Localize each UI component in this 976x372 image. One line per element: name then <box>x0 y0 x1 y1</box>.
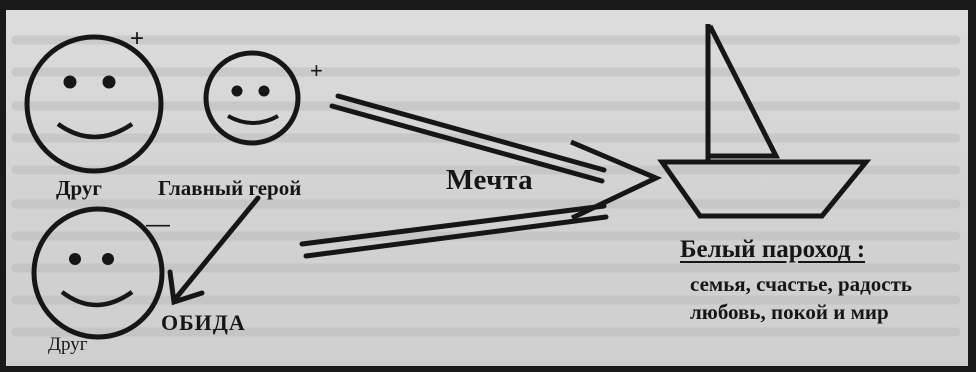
friend-bottom-left-eye <box>69 253 81 265</box>
friend-top-left-eye <box>63 75 77 89</box>
ship-values-line-2: любовь, покой и мир <box>690 300 889 324</box>
hero-to-ship-double-arrow <box>329 93 607 184</box>
hero-to-friend-arrow <box>167 195 261 306</box>
hero-right-eye <box>258 85 270 97</box>
ship-title: Белый пароход : <box>680 236 866 263</box>
friend-top-plus-sign: + <box>130 25 144 52</box>
hero-label: Главный герой <box>158 176 302 200</box>
background-text-lines <box>11 35 961 337</box>
hero-smile <box>227 114 279 125</box>
dream-label: Мечта <box>446 164 534 196</box>
friend-top-right-eye <box>102 75 116 89</box>
hero-smiley <box>203 50 301 146</box>
friend-bottom-smile <box>60 290 134 308</box>
friend-bottom-smiley <box>31 206 165 340</box>
diagram-graphics: + + — <box>24 24 872 340</box>
friend-top-smiley <box>24 34 164 174</box>
ship-values-line-1: семья, счастье, радость <box>690 272 913 296</box>
offense-label: ОБИДА <box>161 310 246 335</box>
friend-top-label: Друг <box>56 176 102 200</box>
friend-bottom-right-eye <box>102 253 114 265</box>
diagram-frame: + + — <box>6 10 968 366</box>
white-ship-icon <box>657 24 872 219</box>
friend-to-ship-double-arrow <box>299 203 609 259</box>
hero-plus-sign: + <box>310 58 323 83</box>
hero-left-eye <box>231 85 243 97</box>
friend-top-smile <box>56 122 134 140</box>
ship-arrowhead <box>570 139 663 221</box>
friend-bottom-minus-sign: — <box>146 211 170 238</box>
friend-bottom-label: Друг <box>48 334 88 355</box>
